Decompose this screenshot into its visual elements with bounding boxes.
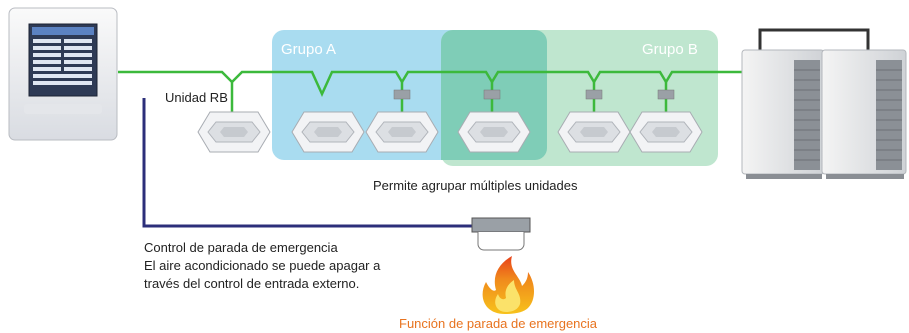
emergency-sensor-icon <box>471 217 531 251</box>
emergency-line-1: Control de parada de emergencia <box>144 240 338 255</box>
central-controller-icon <box>8 7 118 141</box>
group-b-label: Grupo B <box>642 41 698 58</box>
rb-unit-label: Unidad RB <box>165 90 228 105</box>
fire-icon <box>482 256 534 314</box>
cassette-indoor-unit-icon <box>197 111 703 153</box>
emergency-line-3: través del control de entrada externo. <box>144 276 360 291</box>
emergency-line-2: El aire acondicionado se puede apagar a <box>144 258 381 273</box>
grouping-caption: Permite agrupar múltiples unidades <box>373 178 578 193</box>
emergency-function-label: Función de parada de emergencia <box>399 316 598 331</box>
group-a-label: Grupo A <box>281 41 337 58</box>
refrigerant-pipe <box>118 70 742 98</box>
signal-wire <box>142 98 472 228</box>
outdoor-unit-icon <box>741 28 907 179</box>
rb-unit-icon <box>393 89 675 100</box>
